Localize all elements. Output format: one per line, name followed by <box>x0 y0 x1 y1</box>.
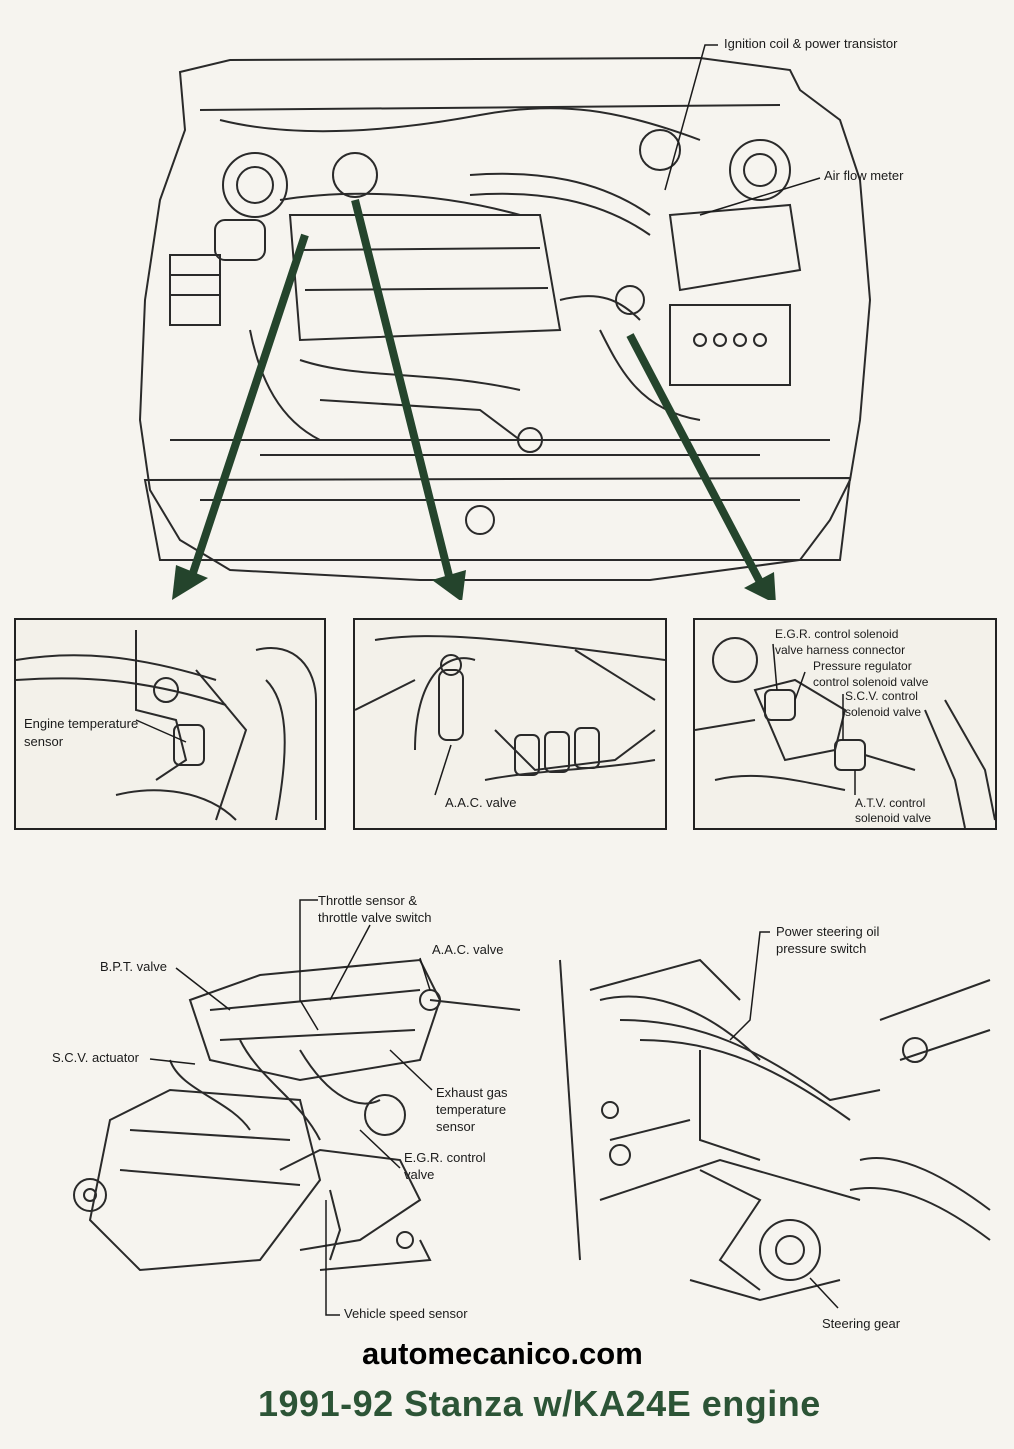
callout-bpt-valve: B.P.T. valve <box>100 959 167 974</box>
callout-scv-control-2: solenoid valve <box>845 705 922 719</box>
engine-bay-illustration <box>138 44 872 600</box>
inset-2-illustration <box>355 635 665 796</box>
callout-pressure-regulator-1: Pressure regulator <box>813 659 912 673</box>
callout-exhaust-gas-sensor-2: temperature <box>436 1102 507 1117</box>
callout-engine-temperature-sensor-2: sensor <box>24 734 64 749</box>
callout-air-flow-meter: Air flow meter <box>824 168 904 183</box>
diagram-title: 1991-92 Stanza w/KA24E engine <box>258 1383 821 1424</box>
callout-atv-control-2: solenoid valve <box>855 811 932 825</box>
inset-engine-temperature-sensor: Engine temperature sensor <box>14 618 326 830</box>
callout-pressure-regulator-2: control solenoid valve <box>813 675 929 689</box>
callout-vehicle-speed-sensor: Vehicle speed sensor <box>344 1306 468 1321</box>
callout-exhaust-gas-sensor-3: sensor <box>436 1119 476 1134</box>
callout-steering-gear: Steering gear <box>822 1316 901 1331</box>
callout-egr-control-valve-2: valve <box>404 1167 435 1182</box>
callout-atv-control-1: A.T.V. control <box>855 796 926 810</box>
callout-throttle-sensor-2: throttle valve switch <box>318 910 432 925</box>
callout-throttle-sensor-1: Throttle sensor & <box>318 893 417 908</box>
callout-egr-harness-2: valve harness connector <box>775 643 906 657</box>
callout-egr-control-valve-1: E.G.R. control <box>404 1150 486 1165</box>
callout-exhaust-gas-sensor-1: Exhaust gas <box>436 1085 508 1100</box>
callout-aac-valve-inset: A.A.C. valve <box>445 795 517 810</box>
callout-scv-control-1: S.C.V. control <box>845 689 918 703</box>
callout-power-steering-switch-1: Power steering oil <box>776 924 880 939</box>
callout-ignition-coil: Ignition coil & power transistor <box>724 36 898 51</box>
inset-3-illustration <box>695 637 995 828</box>
website-watermark: automecanico.com <box>362 1336 643 1371</box>
callout-aac-valve-lower: A.A.C. valve <box>432 942 504 957</box>
callout-scv-actuator: S.C.V. actuator <box>52 1050 139 1065</box>
inset-solenoid-valves: E.G.R. control solenoid valve harness co… <box>693 618 997 830</box>
callout-engine-temperature-sensor-1: Engine temperature <box>24 716 139 731</box>
inset-1-illustration <box>16 630 317 821</box>
callout-egr-harness-1: E.G.R. control solenoid <box>775 627 899 641</box>
inset-aac-valve: A.A.C. valve <box>353 618 667 830</box>
callout-power-steering-switch-2: pressure switch <box>776 941 867 956</box>
